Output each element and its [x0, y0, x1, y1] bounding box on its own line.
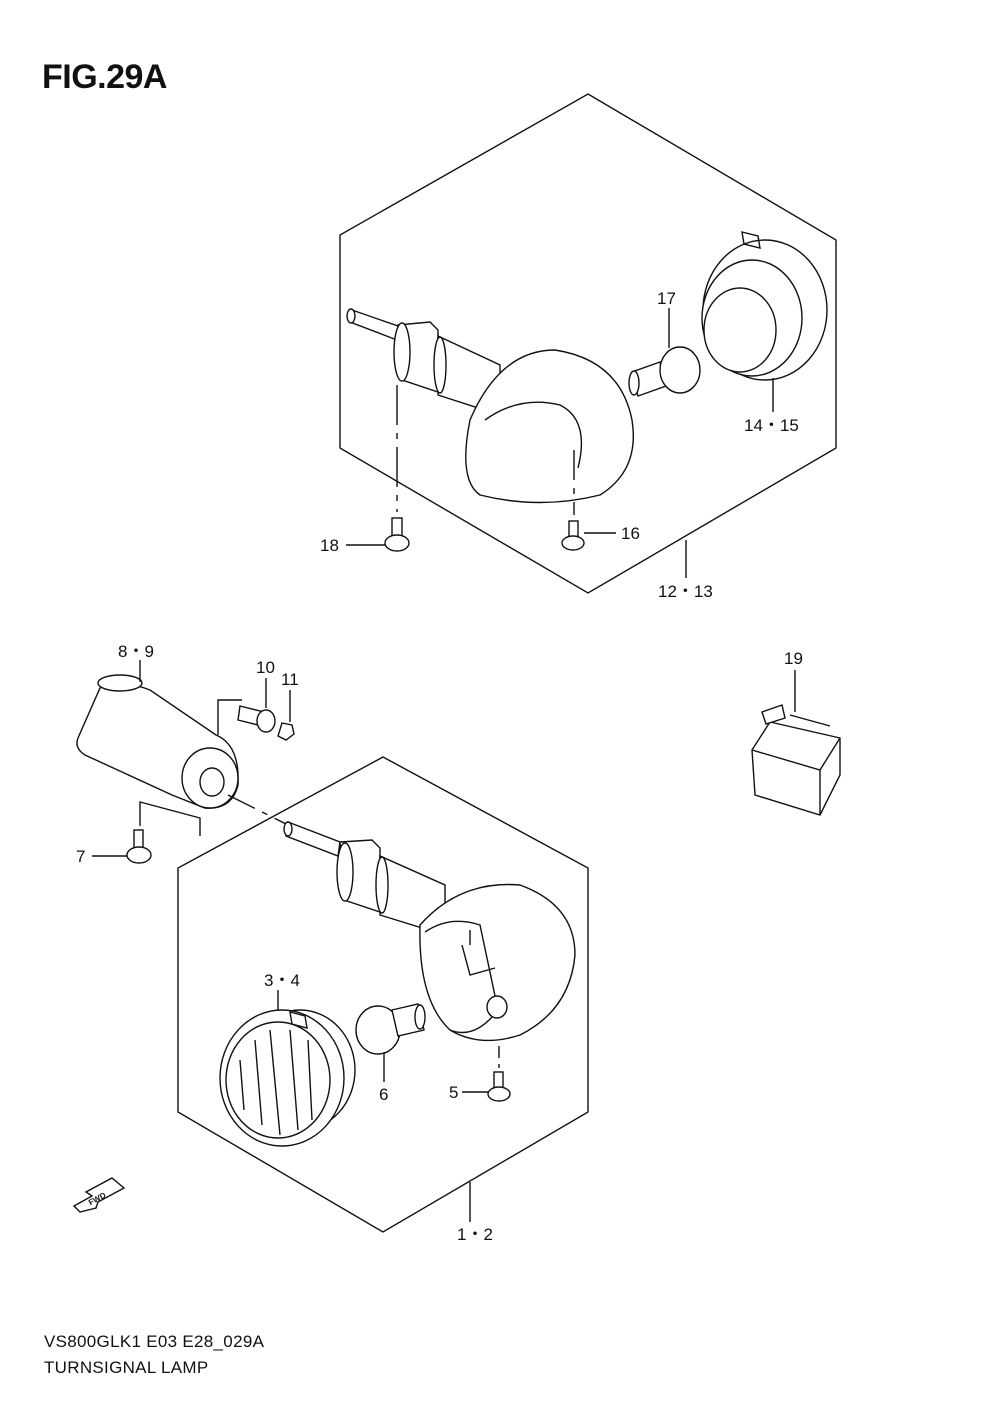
- relay: [751, 704, 841, 816]
- lower-bulb: [355, 1003, 426, 1055]
- bracket: [76, 674, 239, 809]
- diagram-name: TURNSIGNAL LAMP: [44, 1358, 209, 1377]
- callout-14-15: 14・15: [744, 416, 799, 435]
- clamp-bolt: [237, 705, 276, 733]
- fwd-direction-arrow: FWD: [72, 1177, 126, 1213]
- callout-10: 10: [256, 658, 275, 677]
- upper-assembly-hexagon: [339, 93, 837, 594]
- screw-16: [561, 520, 585, 551]
- lower-assembly-hexagon: [177, 756, 589, 1233]
- callout-6: 6: [379, 1085, 388, 1104]
- callout-11: 11: [281, 670, 299, 689]
- screw-7: [126, 829, 152, 864]
- callout-3-4: 3・4: [264, 971, 300, 990]
- callout-7: 7: [76, 847, 85, 866]
- callout-19: 19: [784, 649, 803, 668]
- figure-title: FIG.29A: [42, 58, 167, 96]
- callout-18: 18: [320, 536, 339, 555]
- callout-8-9: 8・9: [118, 642, 154, 661]
- screw-18: [384, 517, 410, 552]
- callout-1-2: 1・2: [457, 1225, 493, 1244]
- lower-turnsignal-housing: [283, 821, 576, 1042]
- upper-lens: [701, 231, 828, 381]
- callout-12-13: 12・13: [658, 582, 713, 601]
- lower-lens: [219, 1009, 356, 1147]
- callout-17: 17: [657, 289, 676, 308]
- upper-turnsignal-housing: [346, 308, 634, 504]
- diagram-code: VS800GLK1 E03 E28_029A: [44, 1332, 265, 1351]
- screw-5: [487, 1071, 511, 1102]
- upper-bulb: [628, 346, 701, 397]
- nut-11: [277, 722, 295, 741]
- callout-5: 5: [449, 1083, 458, 1102]
- callout-16: 16: [621, 524, 640, 543]
